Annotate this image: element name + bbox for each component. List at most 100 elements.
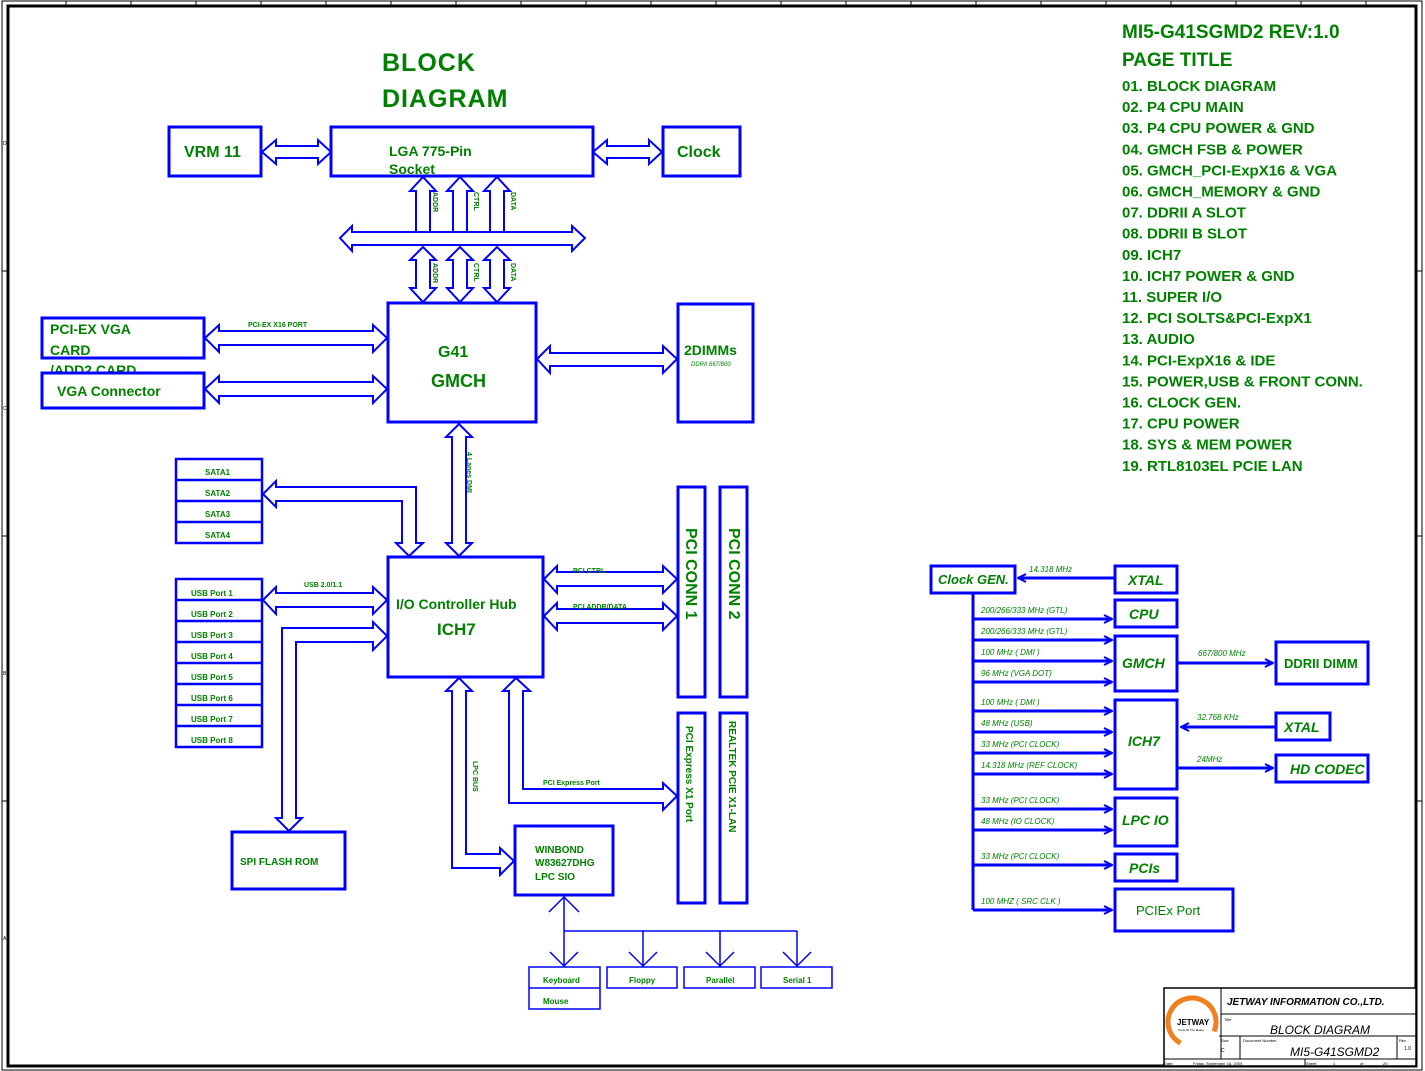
sata-port: SATA3 bbox=[205, 510, 231, 519]
keyboard-label: Keyboard bbox=[543, 976, 580, 985]
sata-port: SATA4 bbox=[205, 531, 231, 540]
floppy-block[interactable]: Floppy bbox=[606, 966, 678, 989]
usb-port: USB Port 1 bbox=[191, 589, 233, 598]
page-index-item: 15. POWER,USB & FRONT CONN. bbox=[1122, 373, 1363, 390]
gmch-ddr-freq: 667/800 MHz bbox=[1198, 649, 1246, 658]
lpc-io-clock-target[interactable]: LPC IO bbox=[1113, 796, 1179, 848]
xtal-main-block[interactable]: XTAL bbox=[1113, 564, 1179, 595]
svg-text:Sheet: Sheet bbox=[1306, 1061, 1317, 1066]
usb-port: USB Port 2 bbox=[191, 610, 233, 619]
sata-port: SATA2 bbox=[205, 489, 231, 498]
svg-text:of: of bbox=[1360, 1061, 1364, 1066]
svg-text:Date:: Date: bbox=[1164, 1061, 1174, 1066]
clock-gen-block[interactable]: Clock GEN. bbox=[929, 564, 1017, 595]
clock-block[interactable]: Clock bbox=[661, 125, 742, 178]
svg-text:GMCH: GMCH bbox=[431, 371, 486, 391]
svg-text:LGA 775-Pin: LGA 775-Pin bbox=[389, 143, 472, 159]
zone-label: C bbox=[3, 406, 7, 412]
svg-text:ICH7: ICH7 bbox=[1128, 733, 1161, 749]
page-index-item: 01. BLOCK DIAGRAM bbox=[1122, 78, 1276, 95]
svg-text:HD CODEC: HD CODEC bbox=[1290, 761, 1366, 777]
super-io-block[interactable]: WINBOND W83627DHG LPC SIO bbox=[513, 824, 615, 897]
svg-text:PCI Express X1 Port: PCI Express X1 Port bbox=[683, 726, 694, 823]
bus-label: CTRL bbox=[472, 263, 479, 282]
page-index-item: 10. ICH7 POWER & GND bbox=[1122, 268, 1295, 285]
svg-text:XTAL: XTAL bbox=[1127, 572, 1164, 588]
page-index-item: 14. PCI-ExpX16 & IDE bbox=[1122, 352, 1275, 369]
svg-text:JETWAY: JETWAY bbox=[1177, 1018, 1210, 1027]
clock-signal-label: 14.318 MHz (REF CLOCK) bbox=[981, 761, 1078, 770]
clock-signal-label: 48 MHz (IO CLOCK) bbox=[981, 817, 1055, 826]
usb-port: USB Port 7 bbox=[191, 715, 233, 724]
svg-text:WINBOND: WINBOND bbox=[535, 845, 584, 856]
lpc-bus-label: LPC BUS bbox=[471, 761, 478, 792]
sheet-title: BLOCK DIAGRAM bbox=[1270, 1023, 1370, 1037]
dimm-block[interactable]: 2DIMMs DDRII 667/800 bbox=[676, 302, 755, 424]
model-revision: MI5-G41SGMD2 REV:1.0 bbox=[1122, 22, 1340, 43]
page-index-item: 17. CPU POWER bbox=[1122, 416, 1240, 433]
svg-text:CPU: CPU bbox=[1129, 606, 1159, 622]
svg-text:I/O Controller Hub: I/O Controller Hub bbox=[396, 596, 517, 612]
hd-codec-block[interactable]: HD CODEC bbox=[1274, 753, 1370, 784]
parallel-block[interactable]: Parallel bbox=[683, 966, 756, 989]
clock-signal-label: 200/266/333 MHz (GTL) bbox=[980, 606, 1068, 615]
pciex-clock-target[interactable]: PCIEx Port bbox=[1113, 887, 1235, 933]
svg-text:DDRII 667/800: DDRII 667/800 bbox=[691, 362, 731, 368]
svg-text:LPC IO: LPC IO bbox=[1122, 812, 1169, 828]
svg-text:REALTEK PCIE X1-LAN: REALTEK PCIE X1-LAN bbox=[726, 721, 737, 833]
vrm-block[interactable]: VRM 11 bbox=[167, 125, 263, 178]
svg-text:VRM 11: VRM 11 bbox=[184, 144, 241, 161]
svg-text:Clock: Clock bbox=[677, 144, 721, 161]
page-index-item: 12. PCI SOLTS&PCI-ExpX1 bbox=[1122, 310, 1312, 327]
page-index-item: 04. GMCH FSB & POWER bbox=[1122, 141, 1303, 158]
clock-signal-label: 200/266/333 MHz (GTL) bbox=[980, 627, 1068, 636]
pcie-vga-card-block[interactable]: PCI-EX VGA CARD /ADD2 CARD bbox=[40, 316, 206, 378]
clock-signal-label: 33 MHz (PCI CLOCK) bbox=[981, 740, 1060, 749]
xtal-rtc-block[interactable]: XTAL bbox=[1274, 711, 1332, 742]
usb-port: USB Port 6 bbox=[191, 694, 233, 703]
svg-text:Size: Size bbox=[1221, 1038, 1230, 1043]
cpu-clock-target[interactable]: CPU bbox=[1113, 598, 1179, 629]
serial-block[interactable]: Serial 1 bbox=[760, 966, 833, 989]
dmi-label: 4 Lanes DMI bbox=[465, 452, 472, 493]
clock-signal-label: 33 MHz (PCI CLOCK) bbox=[981, 796, 1060, 805]
ich7-block[interactable]: I/O Controller Hub ICH7 bbox=[386, 555, 545, 679]
svg-text:C: C bbox=[1221, 1048, 1225, 1054]
cpu-socket-block[interactable]: LGA 775-Pin Socket bbox=[329, 125, 595, 178]
pci-conn-2[interactable]: PCI CONN 2 bbox=[718, 485, 749, 699]
svg-text:Floppy: Floppy bbox=[629, 976, 656, 985]
usb-stack: USB Port 1 USB Port 2 USB Port 3 USB Por… bbox=[174, 577, 264, 749]
gmch-clock-target[interactable]: GMCH bbox=[1113, 634, 1179, 693]
bus-label: ADDR bbox=[431, 192, 438, 212]
vga-connector-block[interactable]: VGA Connector bbox=[40, 371, 206, 410]
bus-label: CTRL bbox=[472, 192, 479, 211]
pcie-x16-arrow bbox=[203, 322, 389, 355]
ddr-dimm-clock-target[interactable]: DDRII DIMM bbox=[1274, 640, 1370, 686]
mouse-label: Mouse bbox=[543, 997, 569, 1006]
svg-text:PCIEx Port: PCIEx Port bbox=[1136, 903, 1201, 918]
keyboard-mouse-block[interactable]: Keyboard Mouse bbox=[528, 966, 601, 1010]
spi-flash-block[interactable]: SPI FLASH ROM bbox=[230, 830, 347, 891]
pcis-clock-target[interactable]: PCIs bbox=[1113, 852, 1179, 883]
page-index-item: 02. P4 CPU MAIN bbox=[1122, 99, 1244, 116]
fsb-upper-arrows: ADDR CTRL DATA bbox=[407, 175, 516, 247]
document-number: MI5-G41SGMD2 bbox=[1290, 1045, 1380, 1059]
memory-arrow bbox=[535, 343, 679, 376]
svg-text:CARD: CARD bbox=[50, 342, 90, 358]
page-index-item: 07. DDRII A SLOT bbox=[1122, 205, 1246, 222]
page-index-item: 18. SYS & MEM POWER bbox=[1122, 437, 1292, 454]
pcie-x1-slot[interactable]: PCI Express X1 Port bbox=[676, 711, 707, 905]
realtek-lan-block[interactable]: REALTEK PCIE X1-LAN bbox=[718, 711, 749, 905]
page-index-item: 03. P4 CPU POWER & GND bbox=[1122, 120, 1315, 137]
xtal-freq-label: 14.318 MHz bbox=[1029, 565, 1072, 574]
usb-port: USB Port 4 bbox=[191, 652, 233, 661]
gmch-block[interactable]: G41 GMCH bbox=[386, 301, 538, 424]
pci-conn-1[interactable]: PCI CONN 1 bbox=[676, 485, 707, 699]
clock-signal-label: 100 MHz ( DMI ) bbox=[981, 698, 1040, 707]
svg-text:Tools All The Maker: Tools All The Maker bbox=[1178, 1028, 1204, 1032]
clock-signal-label: 48 MHz (USB) bbox=[981, 719, 1033, 728]
bus-label: ADDR bbox=[431, 263, 438, 283]
ich7-clock-target[interactable]: ICH7 bbox=[1113, 698, 1179, 791]
